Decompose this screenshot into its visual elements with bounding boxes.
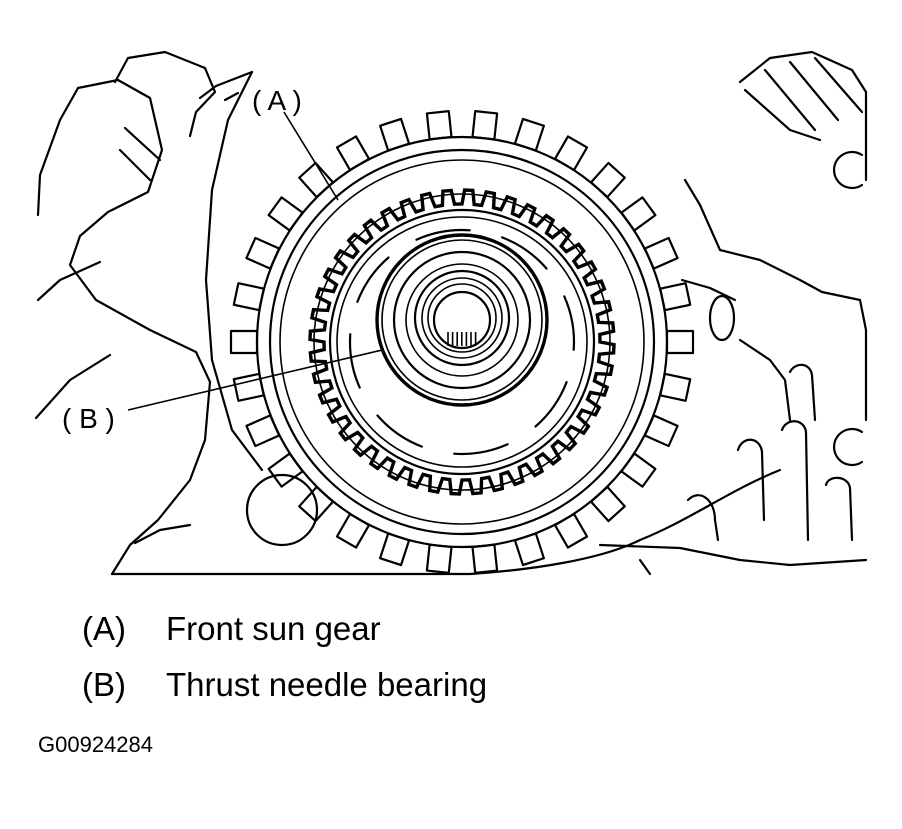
- drum-tab: [335, 512, 371, 549]
- drum-tab: [513, 117, 545, 152]
- callout-b: ( B ): [62, 403, 115, 434]
- drum-tab: [229, 329, 259, 355]
- drum-tab: [267, 196, 304, 232]
- figure-id: G00924284: [38, 732, 153, 757]
- gear-slot: [563, 295, 576, 351]
- drum-tab: [425, 543, 453, 574]
- legend: (A) Front sun gear (B) Thrust needle bea…: [82, 610, 487, 703]
- drum-tab: [643, 236, 679, 270]
- drum-tab: [245, 236, 281, 270]
- legend-key-b: (B): [82, 666, 126, 703]
- drum-tab: [659, 372, 692, 402]
- drum-tab: [513, 532, 545, 567]
- drum-tab: [379, 117, 411, 152]
- drum-tab: [267, 452, 304, 488]
- gear-slot: [534, 381, 568, 428]
- leader-line-b: [127, 349, 383, 411]
- drum-tab: [471, 110, 499, 141]
- gear-slot: [356, 256, 390, 303]
- center-hub: [413, 269, 511, 367]
- drum-tab: [379, 532, 411, 567]
- clutch-drum: [229, 110, 695, 574]
- drum-tab: [232, 372, 265, 402]
- drum-tab: [298, 485, 335, 523]
- drum-tab: [620, 452, 657, 488]
- gear-slot: [376, 414, 423, 448]
- gear-slot: [501, 236, 548, 270]
- left-housing: [34, 50, 472, 576]
- legend-text-a: Front sun gear: [166, 610, 381, 647]
- legend-text-b: Thrust needle bearing: [166, 666, 487, 703]
- drum-tab: [589, 485, 626, 523]
- drum-tab: [232, 282, 265, 312]
- drum-tab: [553, 135, 589, 172]
- drum-tab: [245, 414, 281, 448]
- drum-tab: [665, 329, 695, 355]
- drum-tab: [553, 512, 589, 549]
- front-sun-gear: [308, 188, 616, 496]
- gear-slot: [453, 443, 509, 456]
- drum-tab: [425, 110, 453, 141]
- right-housing: [468, 50, 868, 576]
- drum-tab: [643, 414, 679, 448]
- gear-slot: [415, 228, 471, 241]
- drum-tab: [589, 161, 626, 199]
- leader-line-a: [283, 111, 339, 201]
- gear-slot: [348, 333, 361, 389]
- legend-key-a: (A): [82, 610, 126, 647]
- drum-tab: [471, 543, 499, 574]
- drum-tab: [620, 196, 657, 232]
- drum-tab: [659, 282, 692, 312]
- drum-tab: [298, 161, 335, 199]
- drum-tab: [335, 135, 371, 172]
- thrust-needle-bearing: [375, 233, 549, 407]
- callout-a: ( A ): [252, 85, 302, 116]
